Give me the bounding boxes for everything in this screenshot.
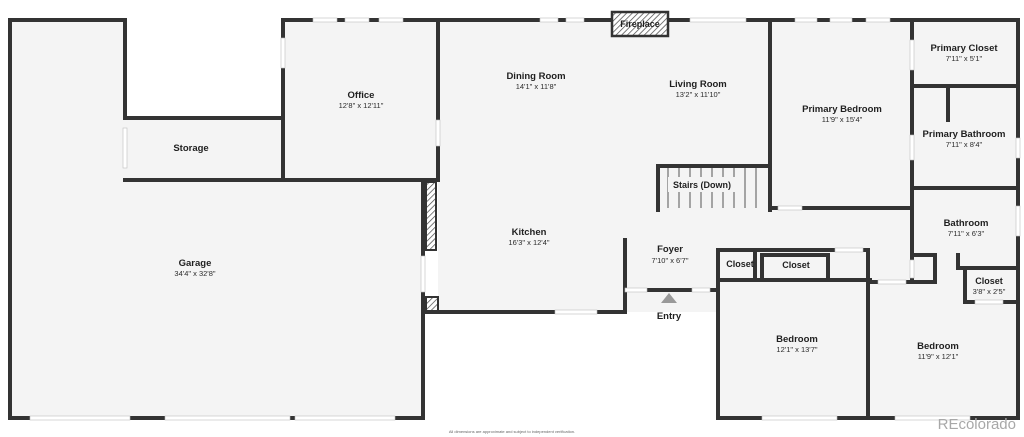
office-dims: 12'8" x 12'11" (339, 101, 384, 110)
living-room-dims: 13'2" x 11'10" (676, 90, 721, 99)
primary-closet-label: Primary Closet (930, 43, 998, 54)
fireplace-symbol (610, 10, 670, 38)
dining-room-dims: 14'1" x 11'8" (516, 82, 557, 91)
bedroom-1-label: Bedroom (776, 334, 818, 345)
garage-dims: 34'4" x 32'8" (174, 269, 215, 278)
bedroom-2-dims: 11'9" x 12'1" (918, 352, 959, 361)
storage-label: Storage (173, 143, 208, 154)
kitchen-label: Kitchen (512, 227, 547, 238)
entry-arrow-icon (661, 293, 677, 303)
kitchen-counter (425, 181, 437, 251)
closet-1-label: Closet (726, 259, 754, 269)
primary-bathroom-label: Primary Bathroom (923, 129, 1006, 140)
foyer-dims: 7'10" x 6'7" (652, 256, 689, 265)
dining-room-label: Dining Room (506, 71, 565, 82)
stairs-label: Stairs (Down) (673, 180, 731, 190)
garage-label: Garage (179, 258, 212, 269)
primary-bedroom-dims: 11'9" x 15'4" (822, 115, 863, 124)
stairs-label-bg (668, 177, 736, 192)
kitchen-dims: 16'3" x 12'4" (508, 238, 549, 247)
entry-label: Entry (657, 311, 682, 322)
fireplace-label: Fireplace (620, 19, 660, 29)
windows (29, 17, 1021, 421)
bathroom-dims: 7'11" x 6'3" (948, 229, 985, 238)
bedroom-2-label: Bedroom (917, 341, 959, 352)
primary-closet-dims: 7'11" x 5'1" (946, 54, 983, 63)
closet-2-label: Closet (782, 260, 810, 270)
watermark-logo: REcolorado (937, 416, 1016, 433)
kitchen-column (425, 296, 439, 312)
foyer-label: Foyer (657, 244, 683, 255)
closet-3-dims: 3'8" x 2'5" (973, 287, 1006, 296)
primary-bedroom-label: Primary Bedroom (802, 104, 882, 115)
bedroom-1-dims: 12'1" x 13'7" (776, 345, 817, 354)
living-room-label: Living Room (669, 79, 727, 90)
closet-3-label: Closet (975, 276, 1003, 286)
bathroom-label: Bathroom (944, 218, 989, 229)
disclaimer-note: All dimensions are approximate and subje… (448, 429, 576, 434)
office-label: Office (348, 90, 375, 101)
primary-bathroom-dims: 7'11" x 8'4" (946, 140, 983, 149)
